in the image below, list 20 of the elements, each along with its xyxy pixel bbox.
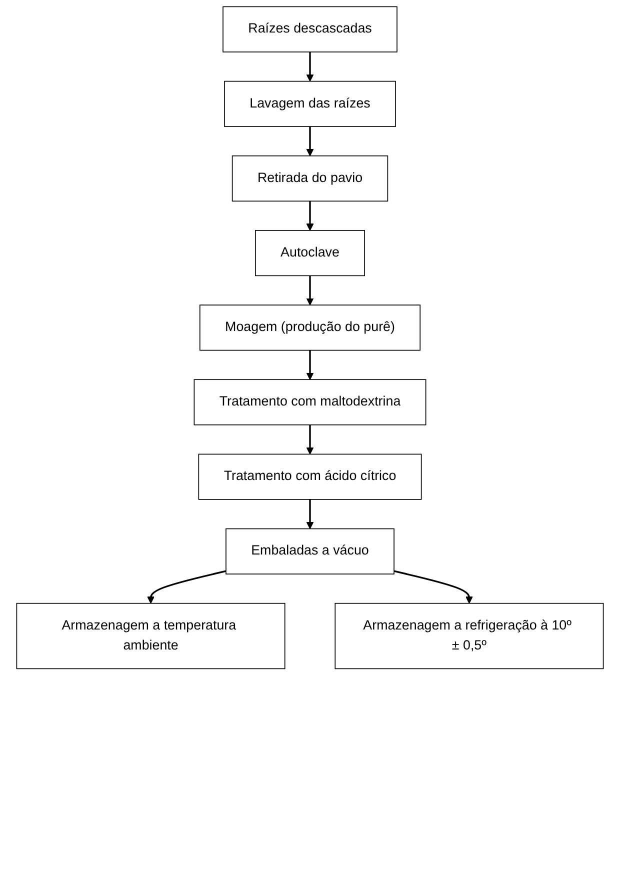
node-box: [199, 304, 421, 351]
node-box: [232, 155, 388, 202]
arrow: [306, 350, 314, 380]
node-box: [255, 230, 365, 276]
arrow: [306, 52, 314, 82]
arrow: [306, 201, 314, 231]
flowchart: Raízes descascadas Lavagem das raízes Retirada do pavio Autoclave Moagem (produção do purê) Tratamento com maltodextrina Tratamento com ácido cítrico Embaladas a vácuo Armazenagem a temperatura ambiente Armazenagem a refrigeração à 10º ± 0,5º: [10, 0, 610, 676]
arrow: [306, 126, 314, 156]
node-box: [334, 602, 604, 670]
node-box: [198, 454, 422, 500]
node-box: [222, 6, 398, 52]
arrow: [306, 499, 314, 530]
node-box: [224, 80, 396, 127]
arrow: [147, 570, 226, 604]
arrow: [306, 424, 314, 455]
arrow: [306, 276, 314, 306]
arrow: [394, 570, 473, 604]
node-box: [194, 379, 426, 426]
node-box: [226, 528, 394, 574]
node-box: [16, 602, 286, 670]
